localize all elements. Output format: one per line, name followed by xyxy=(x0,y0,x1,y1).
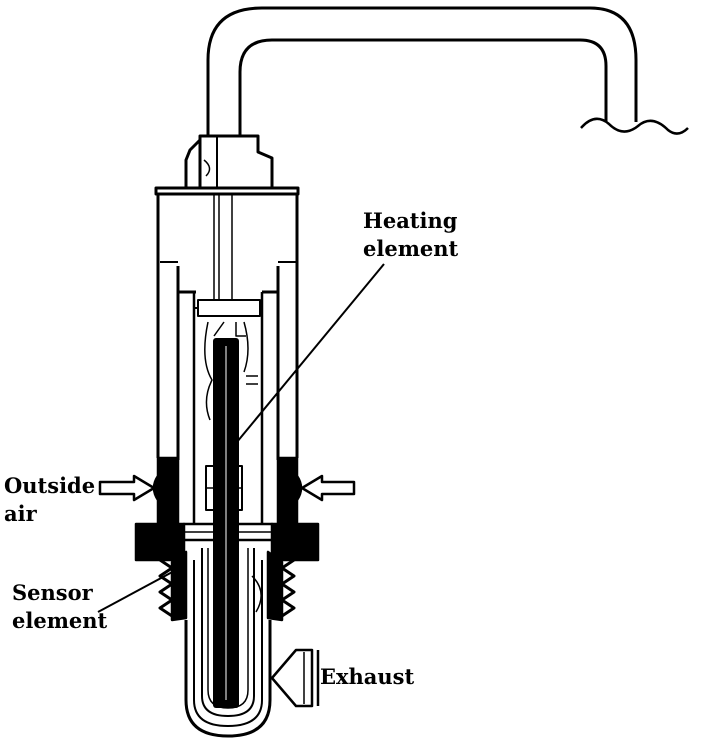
sensor-top-connector xyxy=(184,134,274,190)
heating-element-label-line1: Heating xyxy=(363,208,458,233)
heating-element-rod xyxy=(213,338,239,708)
sensor-element-leader xyxy=(97,569,177,613)
heating-element-label-line2: element xyxy=(363,236,459,261)
exhaust-label: Exhaust xyxy=(320,664,414,689)
leader-lines xyxy=(97,263,385,613)
outside-air-arrow-left xyxy=(98,474,156,502)
outside-air-arrow-right xyxy=(300,474,356,502)
sensor-hex-body xyxy=(134,456,320,622)
heating-element-leader xyxy=(231,263,385,449)
sensor-element-label-line1: Sensor xyxy=(12,580,94,605)
outside-air-label-line1: Outside xyxy=(4,473,95,498)
sensor-protective-tube xyxy=(184,548,272,738)
exhaust-arrow xyxy=(270,648,320,708)
outside-air-label-line2: air xyxy=(4,501,38,526)
sensor-element-label-line2: element xyxy=(12,608,108,633)
